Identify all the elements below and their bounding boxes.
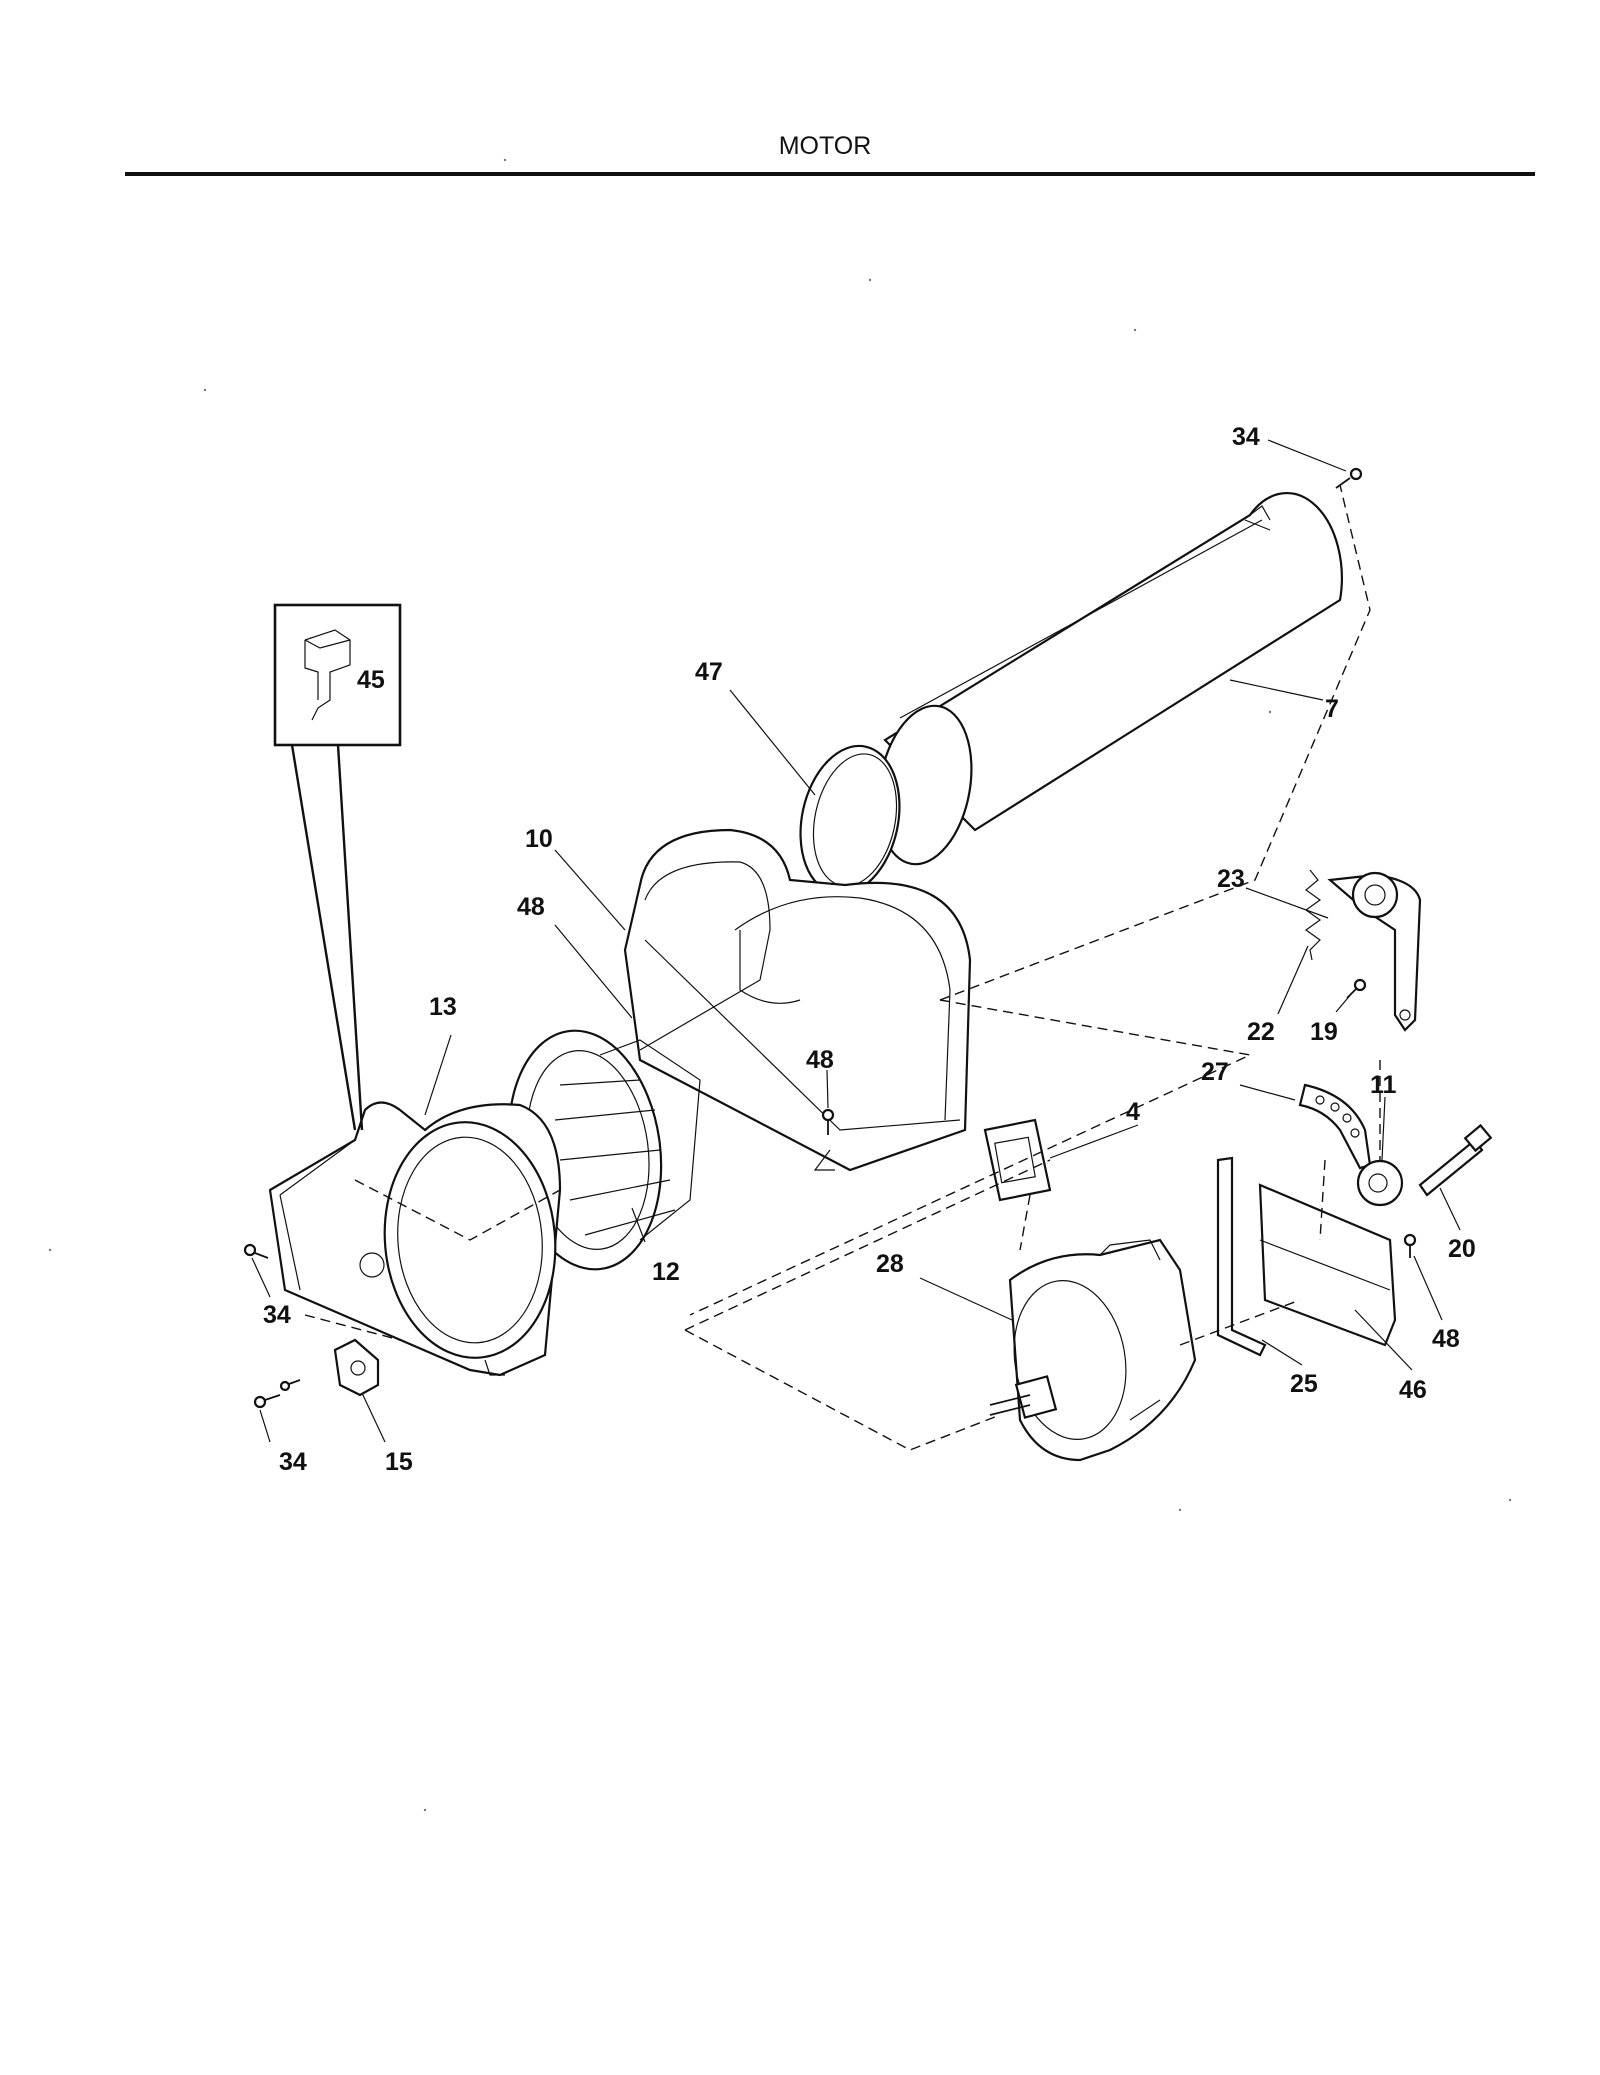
- callout-28: 28: [876, 1250, 904, 1278]
- centrifugal-switch: [333, 1338, 380, 1397]
- motor-mount-rod: [1216, 1156, 1267, 1357]
- callout-25: 25: [1290, 1370, 1318, 1398]
- callout-34-bottom: 34: [279, 1448, 307, 1476]
- pivot-bolt: [1418, 1123, 1493, 1197]
- screw-34-bottom: [253, 1379, 301, 1409]
- blower-front-plate: [268, 1101, 562, 1377]
- callout-20: 20: [1448, 1235, 1476, 1263]
- clip-inset-box: [273, 603, 402, 1131]
- title-divider: [125, 172, 1535, 176]
- page-title: MOTOR: [778, 132, 872, 160]
- callout-48-a: 48: [517, 893, 545, 921]
- idler-roller: [1356, 1159, 1404, 1207]
- exhaust-duct-tube: [877, 492, 1343, 866]
- screw-48-housing: [821, 1108, 835, 1135]
- callout-19: 19: [1310, 1018, 1338, 1046]
- idler-spring: [1304, 869, 1322, 961]
- callout-34-left: 34: [263, 1301, 291, 1329]
- screw-48-bracket: [1403, 1233, 1417, 1258]
- callout-23: 23: [1217, 865, 1245, 893]
- callout-labels: 34 7 47 45 10 48 13 48 12 23 22 19 27 11…: [263, 423, 1476, 1476]
- callout-48-b: 48: [806, 1046, 834, 1074]
- callout-47: 47: [695, 658, 723, 686]
- callout-15: 15: [385, 1448, 413, 1476]
- callout-10: 10: [525, 825, 553, 853]
- screw-34-left: [243, 1243, 269, 1259]
- callout-12: 12: [652, 1258, 680, 1286]
- callout-13: 13: [429, 993, 457, 1021]
- callout-46: 46: [1399, 1376, 1427, 1404]
- leader-lines: [251, 439, 1461, 1443]
- motor-mount-bracket: [1258, 1183, 1397, 1347]
- callout-27: 27: [1201, 1058, 1229, 1086]
- idler-pulley-bracket: [1327, 871, 1422, 1032]
- blower-housing: [623, 828, 972, 1172]
- callout-45: 45: [357, 666, 385, 694]
- motor-pad: [983, 1118, 1052, 1202]
- callout-34-top: 34: [1232, 423, 1260, 451]
- callout-22: 22: [1247, 1018, 1275, 1046]
- motor-mount-strap: [1298, 1083, 1372, 1170]
- callout-48-c: 48: [1432, 1325, 1460, 1353]
- callout-4: 4: [1126, 1098, 1140, 1126]
- scan-specks: [48, 158, 1512, 1812]
- drive-motor: [989, 1238, 1197, 1462]
- assembly-guide-lines: [304, 484, 1381, 1451]
- callout-11: 11: [1370, 1071, 1397, 1099]
- screw-34-top: [1335, 467, 1363, 489]
- callout-7: 7: [1325, 695, 1339, 723]
